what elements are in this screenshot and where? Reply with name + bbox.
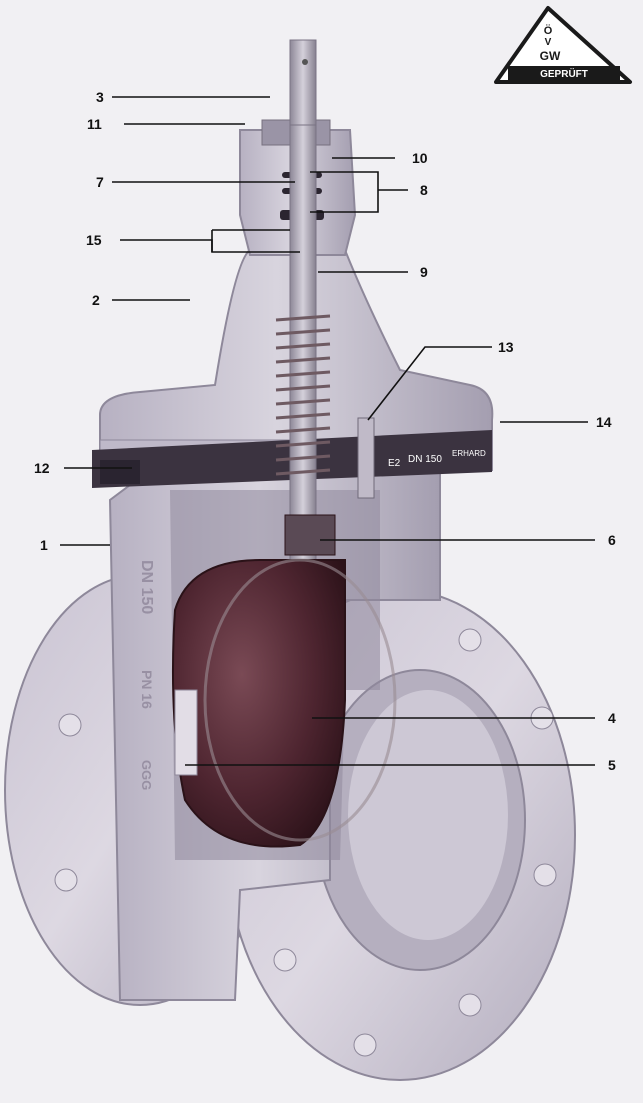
stem-nut: [284, 514, 336, 556]
badge-letter-o: Ö: [544, 24, 553, 37]
callout-15: 15: [86, 232, 102, 248]
ovgw-certification-badge: Ö V GW GEPRÜFT: [494, 6, 632, 84]
body-dn-marking: DN 150: [138, 560, 155, 614]
callout-11: 11: [87, 116, 102, 132]
bolt-hole: [353, 1033, 377, 1057]
callout-8: 8: [420, 182, 428, 198]
callout-12: 12: [34, 460, 50, 476]
badge-gw: GW: [540, 49, 561, 63]
callout-13: 13: [498, 339, 514, 355]
callout-7: 7: [96, 174, 104, 190]
bonnet-bolt: [357, 417, 375, 499]
callout-3: 3: [96, 89, 104, 105]
bolt-hole: [458, 628, 482, 652]
body-ggg-marking: GGG: [139, 760, 154, 790]
ring-dn: DN 150: [408, 454, 442, 465]
badge-letter-v: V: [545, 37, 552, 48]
bolt-hole: [533, 863, 557, 887]
callout-14: 14: [596, 414, 612, 430]
wedge: [171, 559, 346, 848]
badge-caption: GEPRÜFT: [540, 67, 588, 80]
bonnet-gasket: [100, 460, 140, 484]
bolt-hole: [273, 948, 297, 972]
ring-e2: E2: [388, 458, 401, 469]
body-pn-marking: PN 16: [139, 670, 155, 709]
stem-top: [289, 39, 317, 126]
leader-lines: [60, 96, 595, 766]
bolt-hole: [54, 868, 78, 892]
bolt-hole: [58, 713, 82, 737]
ring-brand: ERHARD: [452, 449, 486, 458]
wedge-guide: [174, 689, 198, 776]
callout-1: 1: [40, 537, 48, 553]
callout-9: 9: [420, 264, 428, 280]
callout-10: 10: [412, 150, 428, 166]
callout-5: 5: [608, 757, 616, 773]
callout-6: 6: [608, 532, 616, 548]
stem-thread: [275, 314, 331, 476]
callout-2: 2: [92, 292, 100, 308]
bolt-hole: [458, 993, 482, 1017]
callout-4: 4: [608, 710, 616, 726]
